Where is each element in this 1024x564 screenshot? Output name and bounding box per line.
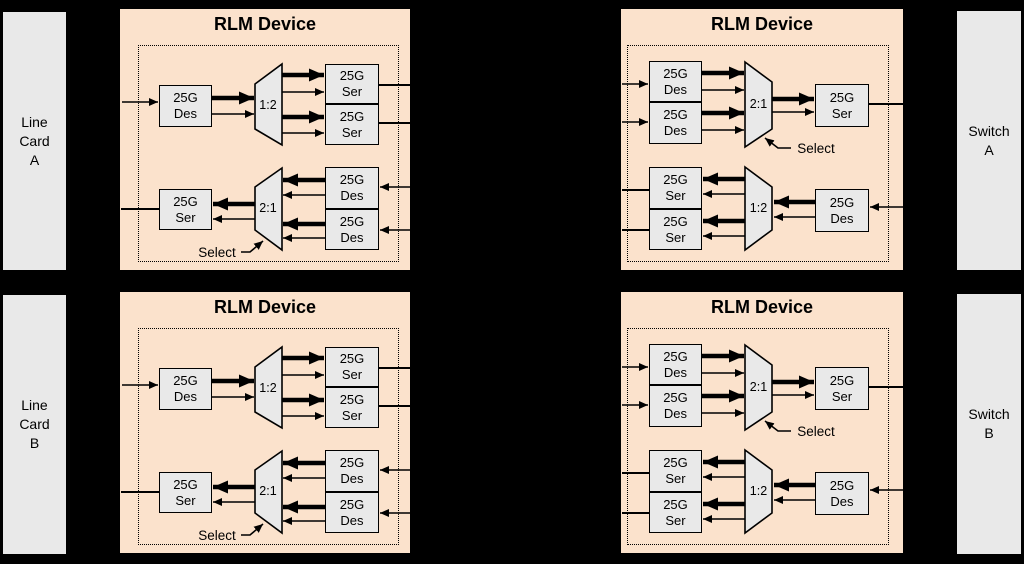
mux-2-1-shape [744, 60, 773, 149]
rlm-device-bottom-left: RLM Device [118, 290, 413, 555]
top-lane-wires [622, 60, 906, 149]
top-lane-wires [122, 345, 413, 430]
wire-layer [121, 62, 413, 253]
des-block: 25G Des [815, 189, 869, 232]
demux-label: 1:2 [749, 201, 768, 215]
mux-label: 2:1 [749, 97, 768, 111]
mux-label: 2:1 [749, 380, 768, 394]
wire-layer [622, 343, 906, 535]
rlm-device-top-left: RLM Device [118, 7, 413, 272]
ser-block: 25G Ser [159, 472, 212, 513]
inner-boundary [138, 328, 399, 545]
ser-block: 25G Ser [325, 387, 379, 428]
wire-layer [622, 60, 906, 252]
des-block: 25G Des [325, 450, 379, 492]
des-block: 25G Des [649, 385, 702, 427]
ser-block: 25G Ser [325, 347, 379, 387]
rlm-device-bottom-right: RLM Device [619, 290, 906, 555]
des-block: 25G Des [649, 344, 702, 385]
rlm-device-top-right: RLM Device [619, 7, 906, 272]
line-card-a-panel: Line Card A [1, 10, 68, 272]
mux-2-1-shape [254, 449, 283, 535]
ser-block: 25G Ser [815, 367, 869, 410]
bottom-lane-wires [121, 166, 413, 253]
ser-block: 25G Ser [815, 84, 869, 127]
demux-1-2-shape [254, 62, 283, 147]
ser-block: 25G Ser [159, 189, 212, 230]
des-block: 25G Des [325, 492, 379, 533]
inner-boundary [138, 45, 399, 262]
des-block: 25G Des [649, 102, 702, 144]
mux-label: 2:1 [259, 201, 277, 215]
demux-label: 1:2 [749, 484, 768, 498]
bottom-lane-wires [622, 165, 906, 252]
device-title: RLM Device [710, 297, 814, 317]
demux-label: 1:2 [259, 98, 277, 112]
bottom-lane-wires [121, 449, 413, 536]
ser-block: 25G Ser [649, 450, 702, 492]
ser-block: 25G Ser [649, 167, 702, 209]
ser-block: 25G Ser [649, 209, 702, 250]
ser-block: 25G Ser [649, 492, 702, 533]
des-block: 25G Des [649, 61, 702, 102]
des-block: 25G Des [325, 209, 379, 250]
switch-a-panel: Switch A [955, 9, 1023, 272]
bottom-lane-wires [622, 448, 906, 535]
des-block: 25G Des [815, 472, 869, 515]
des-block: 25G Des [325, 167, 379, 209]
mux-2-1-shape [254, 166, 283, 252]
select-pointer-arrow [764, 420, 791, 432]
top-lane-wires [122, 62, 413, 147]
ser-block: 25G Ser [325, 64, 379, 104]
des-block: 25G Des [159, 368, 212, 410]
demux-1-2-shape [254, 345, 283, 430]
wire-layer [121, 345, 413, 536]
select-pointer-arrow [241, 240, 264, 253]
line-card-b-panel: Line Card B [1, 293, 68, 556]
select-label: Select [198, 528, 236, 543]
top-lane-wires [622, 343, 906, 432]
demux-label: 1:2 [259, 381, 277, 395]
device-title: RLM Device [213, 14, 317, 34]
select-label: Select [797, 141, 835, 156]
inner-boundary [627, 45, 889, 262]
select-label: Select [797, 424, 835, 439]
mux-2-1-shape [744, 343, 773, 432]
device-title: RLM Device [213, 297, 317, 317]
switch-b-panel: Switch B [955, 292, 1023, 556]
select-pointer-arrow [764, 137, 791, 149]
ser-block: 25G Ser [325, 104, 379, 145]
select-label: Select [198, 245, 236, 260]
mux-label: 2:1 [259, 484, 277, 498]
des-block: 25G Des [159, 85, 212, 127]
device-title: RLM Device [710, 14, 814, 34]
select-pointer-arrow [241, 523, 264, 536]
inner-boundary [627, 328, 889, 545]
